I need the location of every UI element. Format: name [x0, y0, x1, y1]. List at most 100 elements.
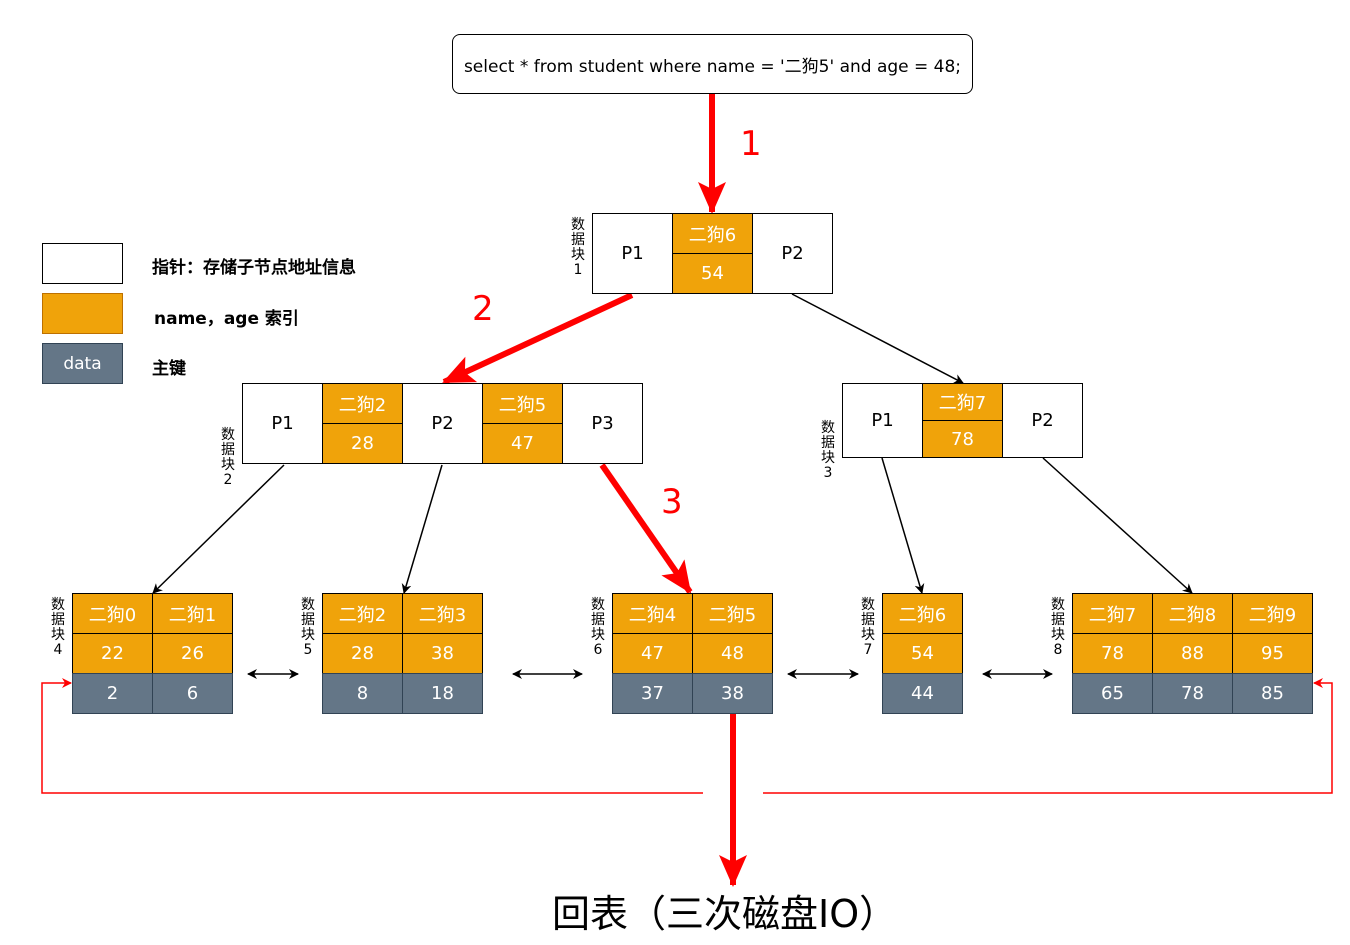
leaf-loop-right — [763, 678, 1333, 794]
block-label-char: 据 — [591, 612, 605, 628]
block-label-char: 块 — [51, 627, 65, 643]
block-label-char: 4 — [53, 642, 63, 658]
legend-swatch-pk: data — [42, 343, 123, 384]
search-arrow-2 — [442, 292, 634, 385]
leaf-name-cell-b8: 二狗7 — [1072, 593, 1153, 634]
index-name-cell-b1: 二狗6 — [672, 213, 753, 254]
pointer-cell-b1: P2 — [752, 213, 833, 294]
step-label-2: 2 — [472, 289, 494, 329]
index-age-cell-b1: 54 — [672, 253, 753, 294]
leaf-age-cell-b6: 48 — [692, 633, 773, 674]
block-label-char: 块 — [821, 450, 835, 466]
block-label-char: 6 — [593, 642, 603, 658]
block-label-char: 2 — [223, 472, 233, 488]
block-label-char: 5 — [303, 642, 313, 658]
legend-label-pk: 主键 — [152, 359, 186, 379]
leaf-age-cell-b6: 47 — [612, 633, 693, 674]
legend-swatch-pointer — [42, 243, 123, 284]
pointer-cell-b2: P3 — [562, 383, 643, 464]
leaf-name-cell-b5: 二狗2 — [322, 593, 403, 634]
pointer-cell-b2: P1 — [242, 383, 323, 464]
block-label-char: 据 — [571, 232, 585, 248]
leaf-age-cell-b8: 78 — [1072, 633, 1153, 674]
block-label-char: 数 — [221, 427, 235, 443]
leaf-pk-cell-b4: 2 — [72, 673, 153, 714]
sql-query: select * from student where name = '二狗5'… — [452, 34, 973, 94]
leaf-pk-cell-b6: 38 — [692, 673, 773, 714]
edge-b3-b8 — [1042, 457, 1193, 594]
leaf-name-cell-b6: 二狗5 — [692, 593, 773, 634]
index-age-cell-b2: 28 — [322, 423, 403, 464]
leaf-name-cell-b8: 二狗8 — [1152, 593, 1233, 634]
block-label-char: 块 — [591, 627, 605, 643]
block-label-char: 3 — [823, 465, 833, 481]
block-label-char: 数 — [1051, 597, 1065, 613]
block-label-char: 8 — [1053, 642, 1063, 658]
leaf-name-cell-b4: 二狗0 — [72, 593, 153, 634]
leaf-name-cell-b5: 二狗3 — [402, 593, 483, 634]
leaf-pk-cell-b4: 6 — [152, 673, 233, 714]
leaf-pk-cell-b8: 65 — [1072, 673, 1153, 714]
block-label-char: 数 — [301, 597, 315, 613]
block-label-char: 据 — [1051, 612, 1065, 628]
block-label-char: 块 — [861, 627, 875, 643]
block-label-char: 据 — [221, 442, 235, 458]
edge-b2-b4 — [152, 464, 285, 594]
legend-swatch-index — [42, 293, 123, 334]
search-arrow-3 — [599, 463, 693, 594]
block-label-char: 块 — [221, 457, 235, 473]
block-label-char: 块 — [301, 627, 315, 643]
pointer-cell-b2: P2 — [402, 383, 483, 464]
index-name-cell-b3: 二狗7 — [922, 383, 1003, 421]
block-label-char: 据 — [51, 612, 65, 628]
footer-caption: 回表（三次磁盘IO） — [552, 892, 898, 936]
block-label-char: 块 — [1051, 627, 1065, 643]
leaf-pk-cell-b6: 37 — [612, 673, 693, 714]
index-age-cell-b2: 47 — [482, 423, 563, 464]
leaf-loop-left — [41, 678, 703, 794]
leaf-pk-cell-b8: 78 — [1152, 673, 1233, 714]
block-label-char: 据 — [301, 612, 315, 628]
leaf-pk-cell-b5: 18 — [402, 673, 483, 714]
block-label-char: 据 — [821, 435, 835, 451]
edge-b2-b5 — [401, 464, 443, 594]
index-age-cell-b3: 78 — [922, 420, 1003, 458]
legend-label-pointer: 指针：存储子节点地址信息 — [152, 258, 356, 278]
leaf-age-cell-b4: 26 — [152, 633, 233, 674]
leaf-name-cell-b4: 二狗1 — [152, 593, 233, 634]
block-label-char: 数 — [51, 597, 65, 613]
leaf-name-cell-b6: 二狗4 — [612, 593, 693, 634]
step-label-3: 3 — [661, 482, 683, 522]
step-label-1: 1 — [740, 124, 762, 164]
leaf-name-cell-b8: 二狗9 — [1232, 593, 1313, 634]
leaf-pk-cell-b5: 8 — [322, 673, 403, 714]
leaf-age-cell-b5: 38 — [402, 633, 483, 674]
block-label-char: 数 — [591, 597, 605, 613]
block-label-char: 7 — [863, 642, 873, 658]
leaf-age-cell-b7: 54 — [882, 633, 963, 674]
index-name-cell-b2: 二狗2 — [322, 383, 403, 424]
pointer-cell-b3: P1 — [842, 383, 923, 458]
leaf-pk-cell-b7: 44 — [882, 673, 963, 714]
block-label-char: 1 — [573, 262, 583, 278]
block-label-char: 数 — [861, 597, 875, 613]
leaf-pk-cell-b8: 85 — [1232, 673, 1313, 714]
edge-b3-b7 — [881, 457, 925, 594]
leaf-name-cell-b7: 二狗6 — [882, 593, 963, 634]
legend-label-index: name，age 索引 — [154, 309, 299, 329]
block-label-char: 数 — [821, 420, 835, 436]
leaf-age-cell-b8: 88 — [1152, 633, 1233, 674]
block-label-char: 据 — [861, 612, 875, 628]
leaf-age-cell-b8: 95 — [1232, 633, 1313, 674]
leaf-age-cell-b4: 22 — [72, 633, 153, 674]
block-label-char: 数 — [571, 217, 585, 233]
